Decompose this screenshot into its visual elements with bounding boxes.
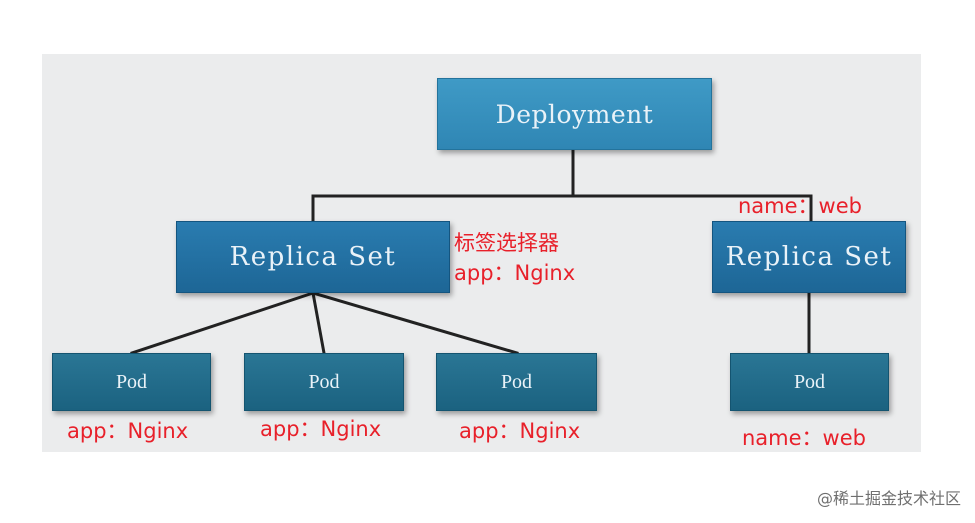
- pod-2-label: Pod: [308, 370, 340, 393]
- label-replica-set-right: name：web: [738, 194, 862, 218]
- label-selector-title: 标签选择器: [454, 231, 559, 255]
- watermark: @稀土掘金技术社区: [816, 489, 961, 508]
- pod-2-node: Pod: [244, 353, 404, 411]
- pod-3-label: Pod: [500, 370, 533, 393]
- replica-set-right-node: Replica Set: [712, 221, 906, 293]
- replica-set-right-label: Replica Set: [725, 242, 893, 272]
- label-selector-value: app：Nginx: [454, 261, 576, 285]
- connector-to-pod-2: [311, 291, 326, 355]
- replica-set-left-label: Replica Set: [229, 242, 397, 272]
- pod-4-label: Pod: [793, 370, 826, 393]
- connector-to-pod-1: [130, 291, 315, 355]
- label-pod-2: app：Nginx: [260, 417, 382, 441]
- replica-set-left-node: Replica Set: [176, 221, 450, 293]
- pod-1-node: Pod: [52, 353, 211, 411]
- label-pod-1: app：Nginx: [67, 419, 189, 443]
- deployment-node-label: Deployment: [495, 99, 654, 129]
- connector-to-pod-3: [311, 291, 519, 355]
- label-pod-3: app：Nginx: [459, 419, 581, 443]
- deployment-node: Deployment: [437, 78, 712, 150]
- pod-1-label: Pod: [115, 370, 148, 393]
- pod-3-node: Pod: [436, 353, 597, 411]
- label-pod-4: name：web: [742, 426, 866, 450]
- pod-4-node: Pod: [730, 353, 889, 411]
